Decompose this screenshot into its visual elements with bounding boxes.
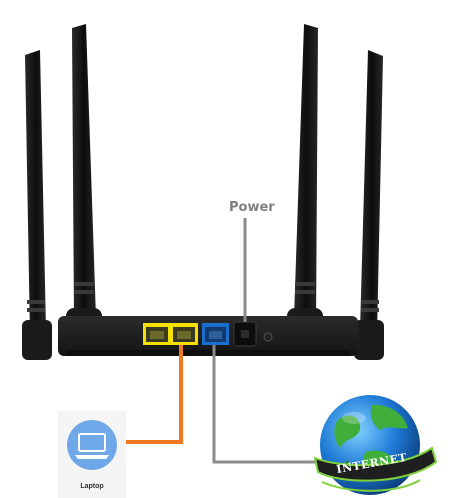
antenna-right-inner xyxy=(287,24,323,354)
power-port xyxy=(233,321,257,347)
wan-port xyxy=(202,323,229,345)
laptop-icon xyxy=(67,420,117,470)
antenna-left-inner xyxy=(66,24,102,354)
power-label: Power xyxy=(229,200,275,215)
internet-cable xyxy=(212,345,318,464)
reset-button xyxy=(263,332,273,342)
antenna-right-outer xyxy=(354,50,384,360)
internet-ribbon xyxy=(313,446,438,492)
laptop-label: Laptop xyxy=(80,483,104,490)
lan-ports xyxy=(143,323,198,345)
antenna-left-outer xyxy=(22,50,52,360)
laptop-cable xyxy=(122,345,183,444)
